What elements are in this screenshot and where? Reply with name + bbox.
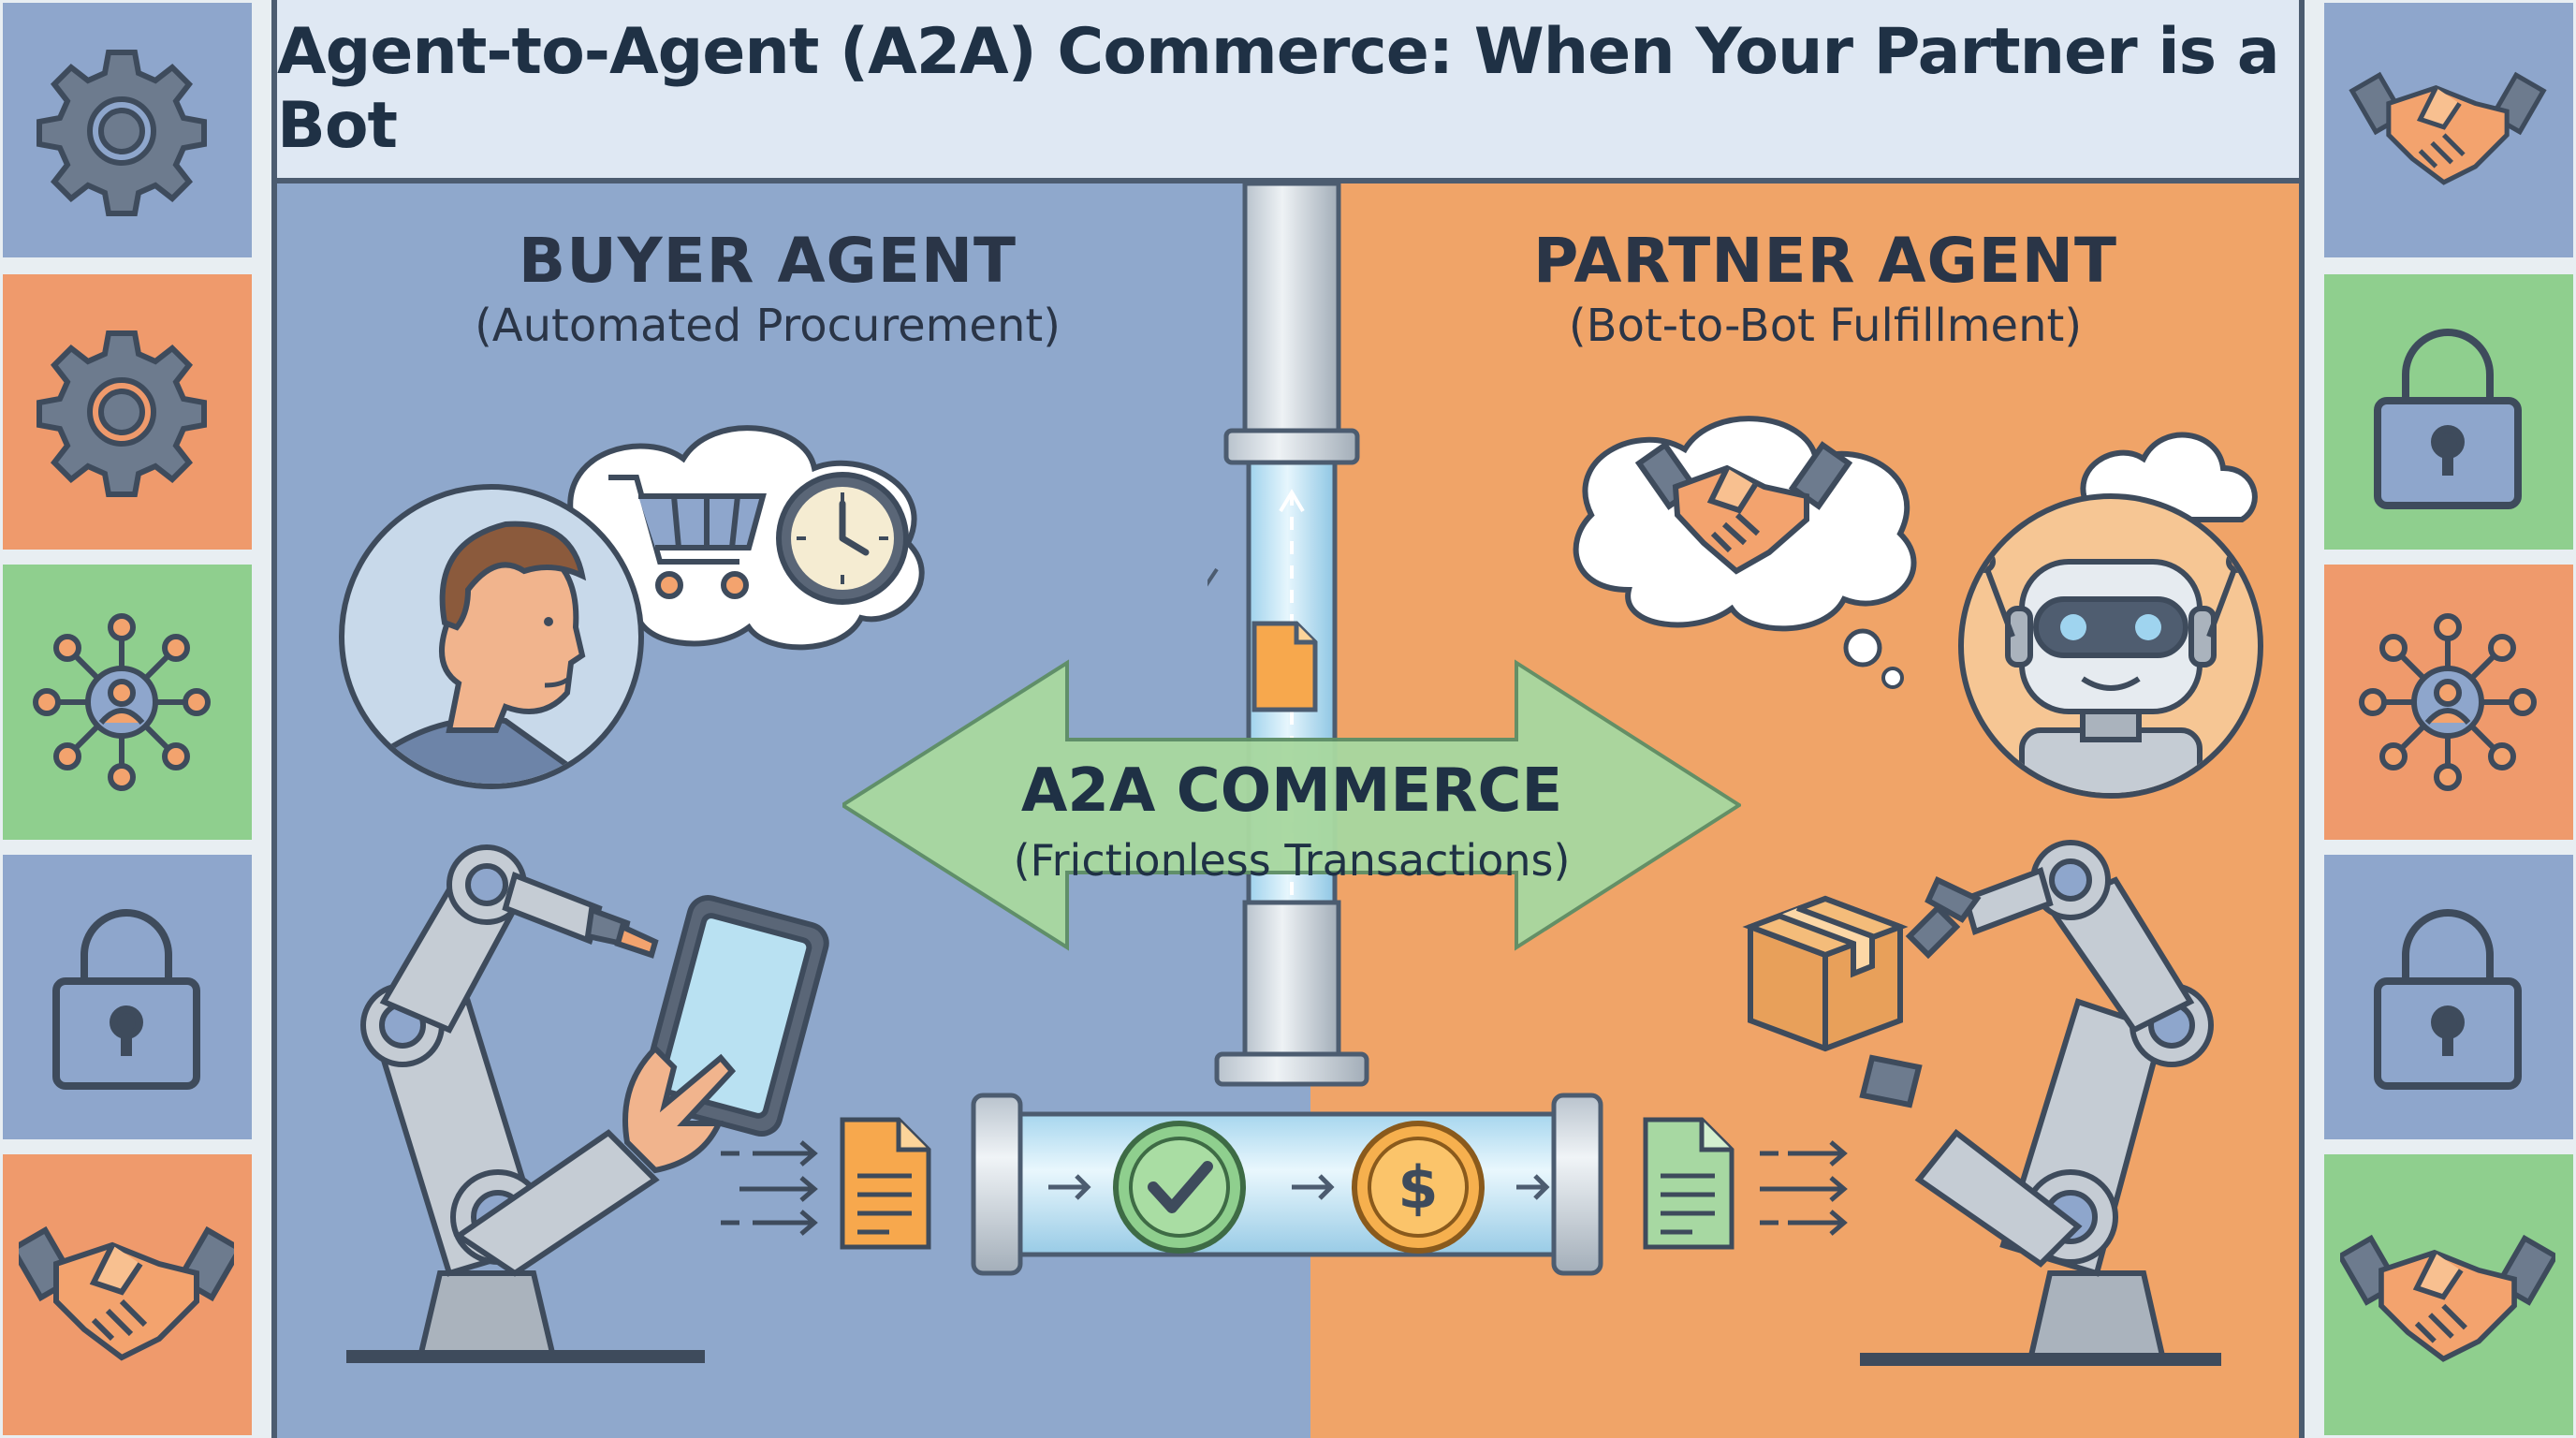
- lock-icon: [2374, 909, 2522, 1090]
- gear-icon: [37, 50, 207, 216]
- handshake-icon: [2340, 1234, 2555, 1362]
- robot-avatar: [1958, 493, 2263, 799]
- handshake-icon: [1634, 441, 1853, 575]
- partner-robot-arm: [1742, 840, 2221, 1366]
- buyer-person-illustration: [339, 425, 925, 789]
- partner-agent-subheading: (Bot-to-Bot Fulfillment): [1568, 300, 2083, 352]
- person-avatar: [339, 484, 644, 789]
- buyer-robot-arm: [346, 844, 829, 1363]
- dollar-icon: $: [1352, 1121, 1485, 1254]
- lock-icon: [52, 909, 200, 1090]
- svg-text:$: $: [1398, 1153, 1438, 1222]
- tablet-icon: [640, 895, 829, 1137]
- a2a-commerce-subheading: (Frictionless Transactions): [1013, 835, 1571, 886]
- network-icon: [2359, 613, 2537, 791]
- page-title: Agent-to-Agent (A2A) Commerce: When Your…: [277, 15, 2280, 163]
- package-box-icon: [1742, 895, 1909, 1052]
- network-icon: [33, 613, 211, 791]
- document-flow-right: [1643, 1117, 1848, 1250]
- check-icon: [1113, 1121, 1246, 1254]
- thought-bubble: [1573, 416, 2258, 689]
- handshake-icon: [19, 1225, 234, 1361]
- buyer-agent-subheading: (Automated Procurement): [475, 300, 1061, 352]
- a2a-commerce-heading: A2A COMMERCE: [1020, 756, 1563, 826]
- clock-icon: [776, 472, 909, 605]
- gear-icon: [37, 330, 207, 497]
- horizontal-pipe: $: [971, 1093, 1603, 1276]
- handshake-icon: [2349, 71, 2547, 185]
- document-flow-left: [721, 1117, 931, 1250]
- title-bar: Agent-to-Agent (A2A) Commerce: When Your…: [271, 0, 2305, 183]
- bidirectional-arrow: [842, 659, 1741, 951]
- vertical-pipe: [1208, 183, 1369, 1087]
- partner-robot-illustration: [1573, 416, 2263, 799]
- buyer-agent-heading: BUYER AGENT: [518, 225, 1017, 297]
- shopping-cart-icon: [608, 475, 767, 599]
- partner-agent-heading: PARTNER AGENT: [1533, 225, 2117, 297]
- lock-icon: [2374, 329, 2522, 509]
